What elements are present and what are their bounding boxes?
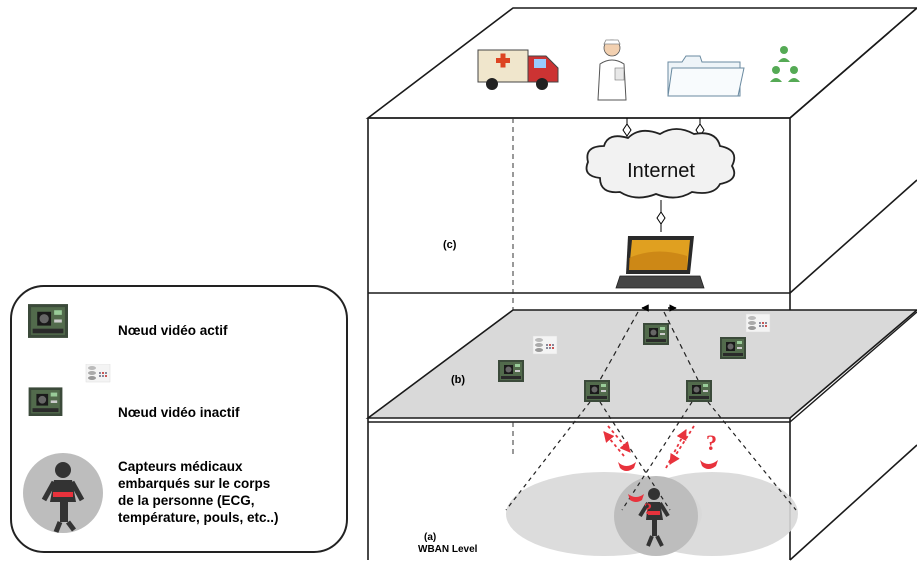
sensor-link-arrows	[603, 425, 695, 469]
level-a-sublabel: WBAN Level	[418, 544, 478, 555]
active-video-node	[643, 323, 669, 345]
internet-cloud: Internet	[585, 128, 736, 199]
legend-body-sensors-line-4: température, pouls, etc..)	[118, 510, 279, 525]
top-face	[365, 7, 917, 119]
active-video-node-icon	[28, 304, 68, 338]
body-sensors	[618, 460, 718, 502]
legend-body-sensors-line-1: Capteurs médicaux	[118, 459, 243, 474]
patient-figure	[638, 488, 670, 547]
level-c-label: (c)	[443, 239, 457, 251]
legend	[10, 285, 348, 553]
cloud-label: Internet	[627, 160, 695, 182]
body-sensor-person-icon	[23, 453, 103, 533]
svg-text:?: ?	[644, 501, 652, 518]
legend-body-sensors-label: Capteurs médicaux embarqués sur le corps…	[118, 458, 279, 526]
level-a-label: (a)	[424, 532, 436, 543]
nurse-icon	[597, 39, 627, 101]
level-b-plane	[365, 309, 917, 419]
folder-icon	[667, 55, 745, 97]
unknown-link-marks: ? ?	[644, 430, 717, 518]
legend-body-sensors-line-3: de la personne (ECG,	[118, 493, 255, 508]
ambulance-icon	[477, 49, 559, 90]
level-b-label: (b)	[451, 374, 465, 386]
svg-text:?: ?	[706, 430, 717, 455]
laptop-to-node-links	[599, 311, 699, 381]
legend-inactive-node-label: Nœud vidéo inactif	[118, 405, 240, 420]
active-video-node	[686, 380, 712, 402]
legend-body-sensors-line-2: embarqués sur le corps	[118, 476, 271, 491]
people-icon	[770, 46, 800, 82]
inactive-video-node-icon	[28, 364, 111, 416]
laptop-icon	[615, 236, 705, 289]
active-video-node	[584, 380, 610, 402]
legend-active-node-label: Nœud vidéo actif	[118, 323, 228, 338]
